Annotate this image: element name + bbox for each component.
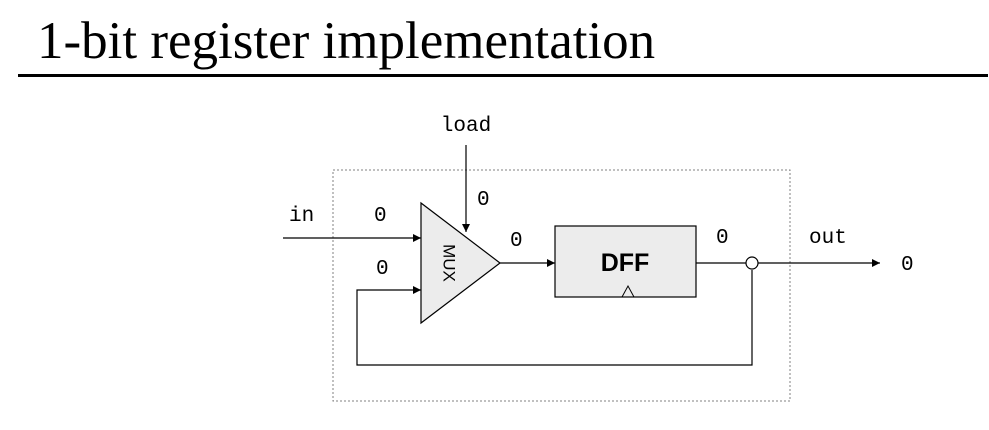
- dff-label: DFF: [601, 249, 650, 277]
- in-value: 0: [374, 205, 387, 228]
- mux-block: [420, 201, 501, 325]
- register-boundary: [332, 169, 791, 402]
- clock-triangle-icon: [621, 284, 635, 298]
- dff-block: [554, 225, 697, 298]
- out-value: 0: [901, 254, 914, 277]
- mux-label: MUX: [440, 244, 459, 282]
- load-label: load: [441, 115, 491, 138]
- load-value: 0: [477, 189, 490, 212]
- out-label: out: [809, 227, 847, 250]
- in-label: in: [289, 205, 314, 228]
- slide-title: 1-bit register implementation: [37, 12, 656, 70]
- junction-circle-icon: [745, 256, 759, 270]
- mux-out-value: 0: [510, 230, 523, 253]
- feedback-value: 0: [376, 258, 389, 281]
- title-rule: [18, 74, 988, 77]
- dff-out-value: 0: [716, 227, 729, 250]
- feedback-wire: [356, 270, 753, 366]
